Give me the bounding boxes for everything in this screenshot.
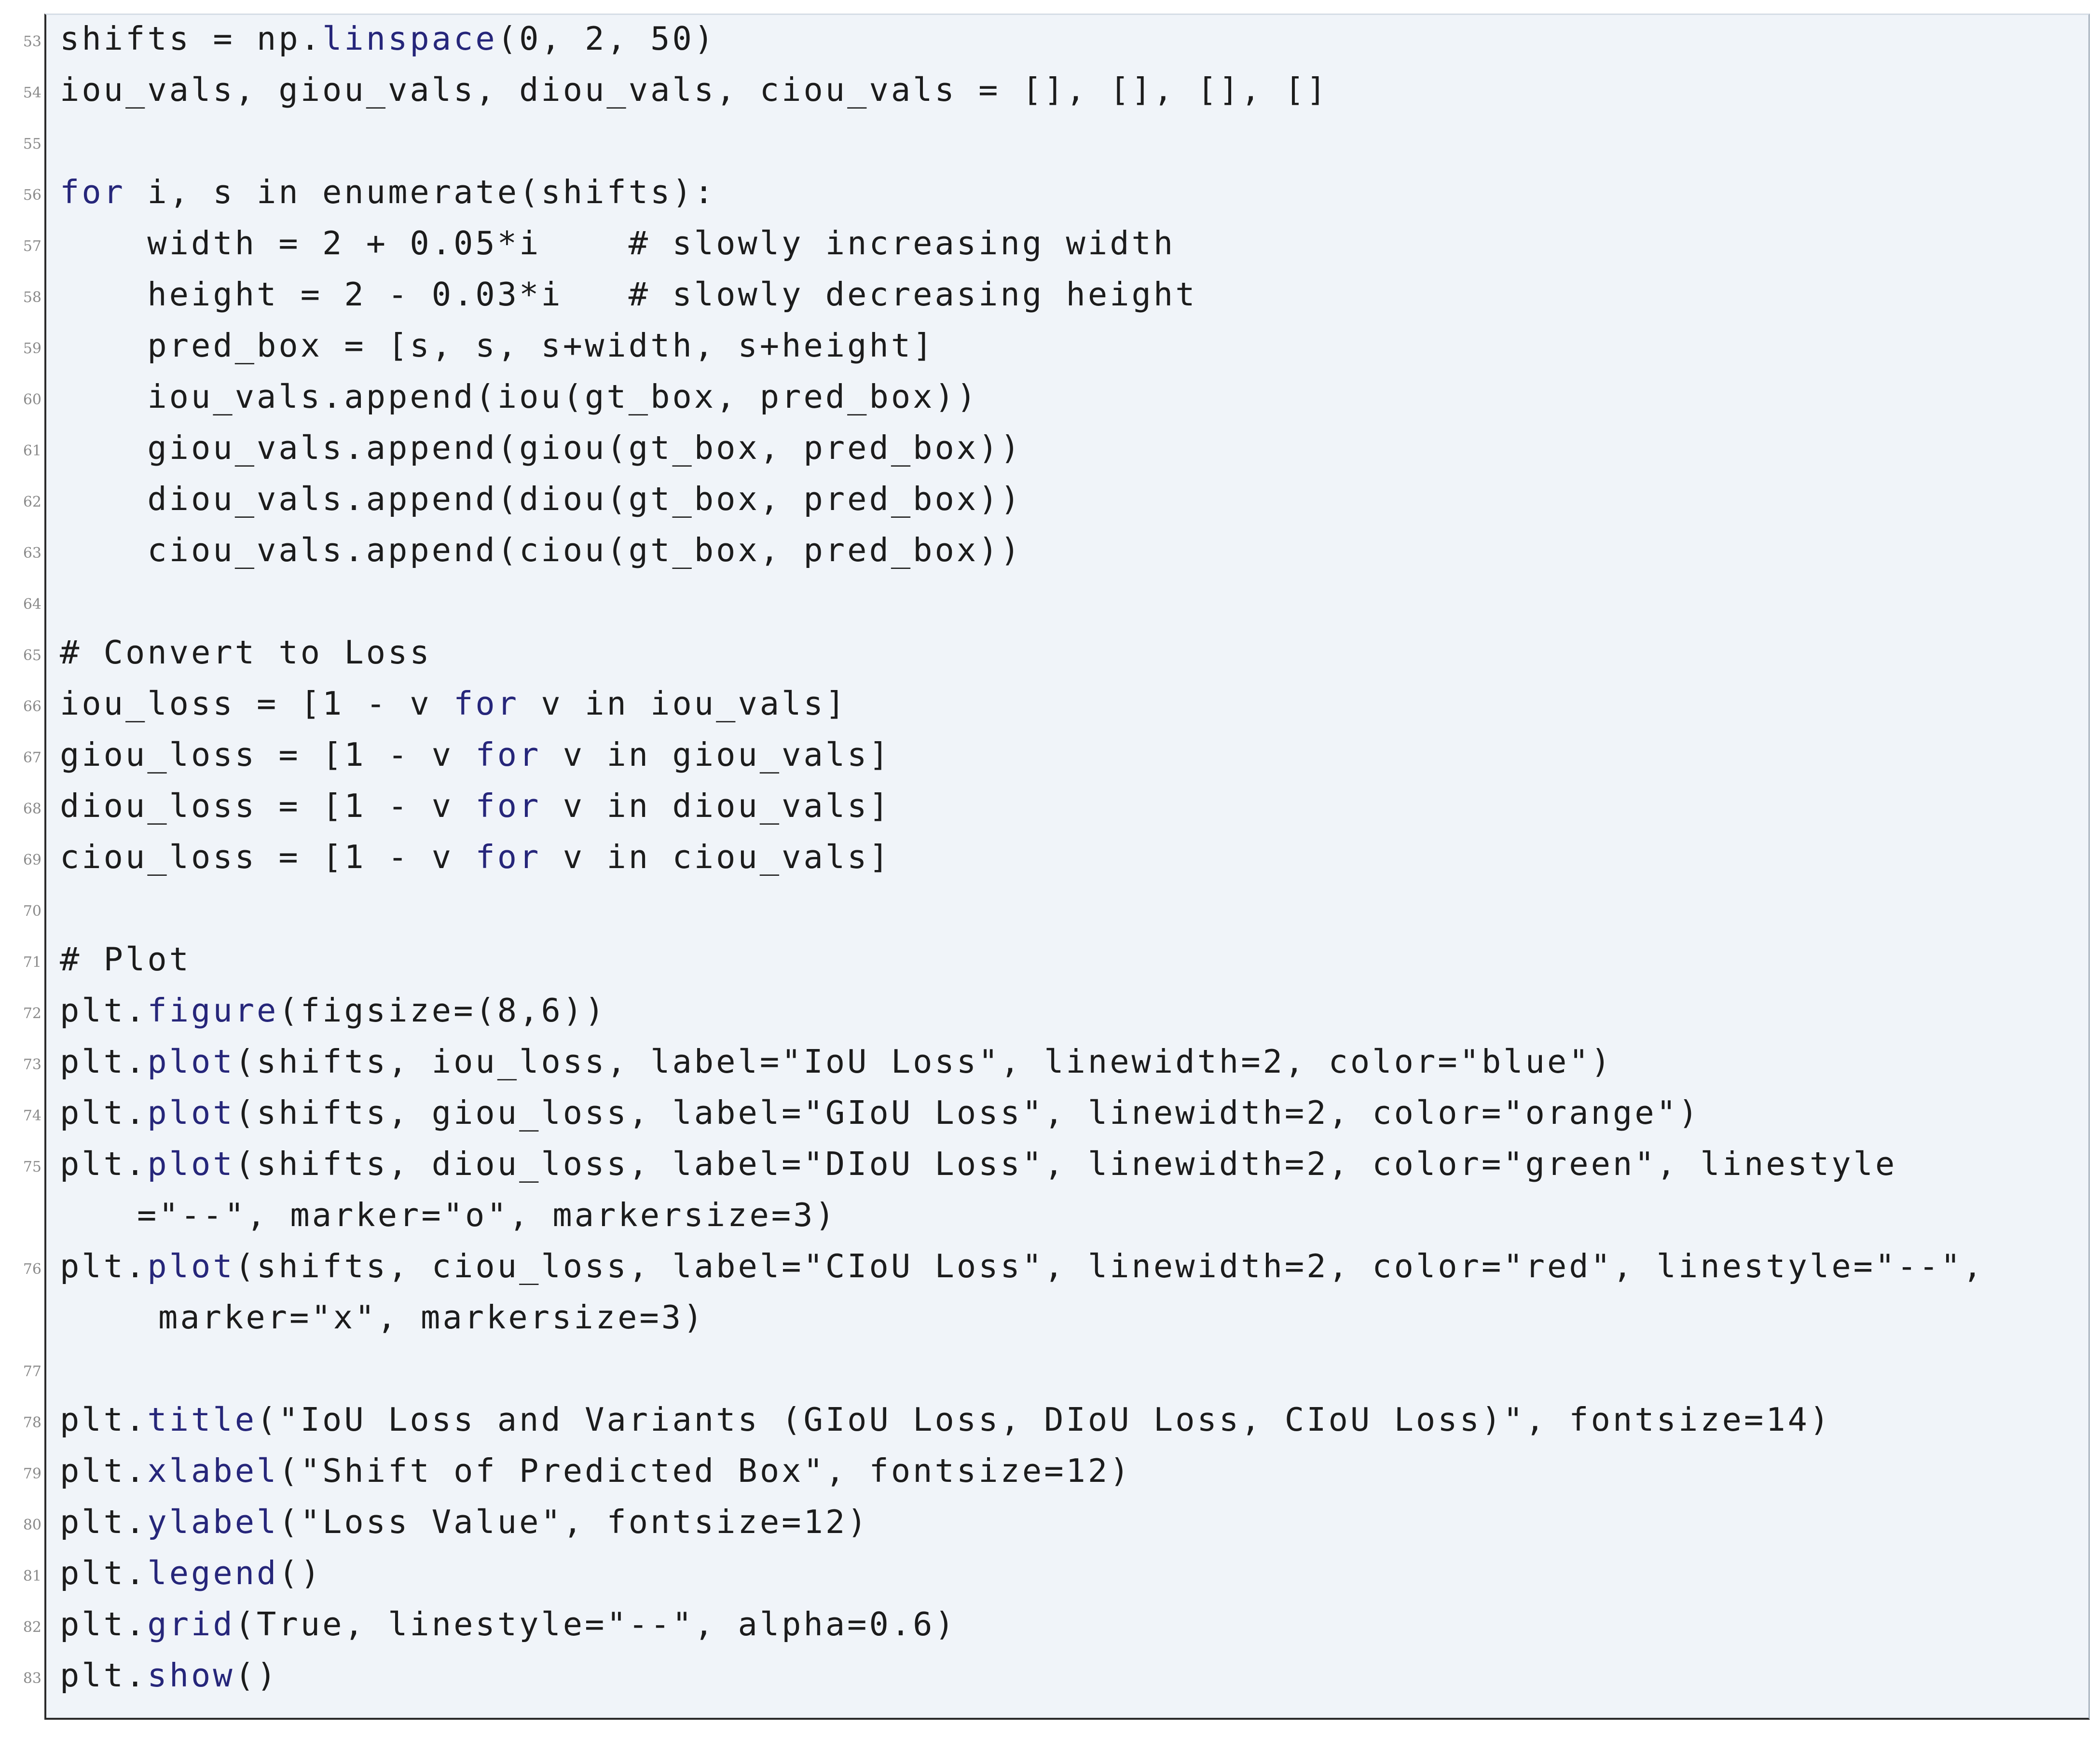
- line-number: 81: [23, 1568, 41, 1585]
- line-number: 77: [23, 1363, 41, 1380]
- code-line: 80 plt.ylabel("Loss Value", fontsize=12): [23, 1498, 867, 1549]
- line-number: 72: [23, 1005, 41, 1022]
- code-line: 73 plt.plot(shifts, iou_loss, label="IoU…: [23, 1038, 1610, 1089]
- line-number: 61: [23, 442, 41, 459]
- code-text: for i, s in enumerate(shifts):: [60, 173, 716, 211]
- line-number: 62: [23, 494, 41, 511]
- code-line: 64: [23, 578, 65, 629]
- code-line: 82 plt.grid(True, linestyle="--", alpha=…: [23, 1601, 954, 1652]
- code-text: iou_loss = [1 - v for v in iou_vals]: [60, 685, 848, 722]
- code-text-continuation: marker="x", markersize=3): [158, 1298, 705, 1336]
- code-line: 58 height = 2 - 0.03*i # slowly decreasi…: [23, 271, 1195, 322]
- code-text: plt.plot(shifts, diou_loss, label="DIoU …: [60, 1145, 1897, 1183]
- code-text: iou_vals.append(iou(gt_box, pred_box)): [60, 378, 979, 415]
- code-line: 83 plt.show(): [23, 1652, 276, 1703]
- code-line: 79 plt.xlabel("Shift of Predicted Box", …: [23, 1447, 1129, 1498]
- code-text: plt.xlabel("Shift of Predicted Box", fon…: [60, 1452, 1132, 1490]
- code-text: plt.show(): [60, 1657, 279, 1694]
- code-line: 67 giou_loss = [1 - v for v in giou_vals…: [23, 731, 889, 782]
- code-line: 72 plt.figure(figsize=(8,6)): [23, 987, 604, 1038]
- line-number: 53: [23, 33, 41, 50]
- code-line: 66 iou_loss = [1 - v for v in iou_vals]: [23, 680, 845, 731]
- code-line: 57 width = 2 + 0.05*i # slowly increasin…: [23, 220, 1173, 271]
- line-number: 83: [23, 1670, 41, 1687]
- line-number: 55: [23, 136, 41, 152]
- code-line: 74 plt.plot(shifts, giou_loss, label="GI…: [23, 1089, 1698, 1140]
- line-number: 70: [23, 903, 41, 920]
- code-text: width = 2 + 0.05*i # slowly increasing w…: [60, 224, 1176, 262]
- code-line: 53 shifts = np.linspace(0, 2, 50): [23, 15, 714, 66]
- code-line: 63 ciou_vals.append(ciou(gt_box, pred_bo…: [23, 526, 1020, 578]
- line-number: 66: [23, 698, 41, 715]
- code-line: 76 plt.plot(shifts, ciou_loss, label="CI…: [23, 1243, 1982, 1294]
- code-text: shifts = np.linspace(0, 2, 50): [60, 20, 716, 57]
- line-number: 69: [23, 852, 41, 869]
- code-line: 54 iou_vals, giou_vals, diou_vals, ciou_…: [23, 66, 1326, 117]
- line-number: 73: [23, 1056, 41, 1073]
- code-line: 77: [23, 1345, 65, 1396]
- code-text: ciou_loss = [1 - v for v in ciou_vals]: [60, 838, 891, 876]
- code-text: # Convert to Loss: [60, 634, 432, 671]
- line-number: 58: [23, 289, 41, 306]
- code-text: plt.ylabel("Loss Value", fontsize=12): [60, 1503, 869, 1541]
- code-text: ciou_vals.append(ciou(gt_box, pred_box)): [60, 531, 1022, 569]
- code-text: height = 2 - 0.03*i # slowly decreasing …: [60, 276, 1197, 313]
- code-text: plt.figure(figsize=(8,6)): [60, 992, 607, 1029]
- line-number: 60: [23, 391, 41, 408]
- code-line: 61 giou_vals.append(giou(gt_box, pred_bo…: [23, 424, 1020, 475]
- code-line-continuation: marker="x", markersize=3): [46, 1294, 702, 1345]
- line-number: 57: [23, 238, 41, 255]
- code-text: diou_loss = [1 - v for v in diou_vals]: [60, 787, 891, 825]
- code-listing: 53 shifts = np.linspace(0, 2, 50) 54 iou…: [23, 14, 2090, 1720]
- line-number: 78: [23, 1414, 41, 1431]
- code-text: iou_vals, giou_vals, diou_vals, ciou_val…: [60, 71, 1329, 109]
- line-number: 65: [23, 647, 41, 664]
- code-line: 68 diou_loss = [1 - v for v in diou_vals…: [23, 782, 889, 833]
- line-number: 82: [23, 1619, 41, 1636]
- code-text: plt.plot(shifts, iou_loss, label="IoU Lo…: [60, 1043, 1613, 1080]
- code-text: diou_vals.append(diou(gt_box, pred_box)): [60, 480, 1022, 518]
- line-number: 54: [23, 84, 41, 101]
- code-text: giou_vals.append(giou(gt_box, pred_box)): [60, 429, 1022, 467]
- line-number: 68: [23, 801, 41, 817]
- code-line: 70: [23, 884, 65, 936]
- code-line: 62 diou_vals.append(diou(gt_box, pred_bo…: [23, 475, 1020, 526]
- code-text-continuation: ="--", marker="o", markersize=3): [137, 1196, 837, 1234]
- code-line: 59 pred_box = [s, s, s+width, s+height]: [23, 322, 933, 373]
- line-number: 67: [23, 749, 41, 766]
- code-line: 56 for i, s in enumerate(shifts):: [23, 168, 714, 220]
- code-line: 81 plt.legend(): [23, 1549, 320, 1601]
- code-line: 55: [23, 117, 65, 168]
- code-line: 75 plt.plot(shifts, diou_loss, label="DI…: [23, 1140, 1895, 1191]
- line-number: 74: [23, 1107, 41, 1124]
- code-text: plt.grid(True, linestyle="--", alpha=0.6…: [60, 1605, 957, 1643]
- code-line: 69 ciou_loss = [1 - v for v in ciou_vals…: [23, 833, 889, 884]
- code-text: pred_box = [s, s, s+width, s+height]: [60, 327, 935, 364]
- line-number: 80: [23, 1517, 41, 1533]
- line-number: 59: [23, 340, 41, 357]
- line-number: 76: [23, 1261, 41, 1278]
- code-line: 78 plt.title("IoU Loss and Variants (GIo…: [23, 1396, 1829, 1447]
- line-number: 75: [23, 1159, 41, 1175]
- code-text: plt.title("IoU Loss and Variants (GIoU L…: [60, 1401, 1832, 1438]
- code-line: 65 # Convert to Loss: [23, 629, 429, 680]
- code-text: plt.plot(shifts, giou_loss, label="GIoU …: [60, 1094, 1701, 1132]
- line-number: 71: [23, 954, 41, 971]
- line-number: 63: [23, 545, 41, 562]
- code-text: plt.plot(shifts, ciou_loss, label="CIoU …: [60, 1247, 1985, 1285]
- line-number: 79: [23, 1465, 41, 1482]
- code-line: 71 # Plot: [23, 936, 189, 987]
- line-number: 56: [23, 187, 41, 204]
- line-number: 64: [23, 596, 41, 613]
- code-line: 60 iou_vals.append(iou(gt_box, pred_box)…: [23, 373, 976, 424]
- code-line-continuation: ="--", marker="o", markersize=3): [46, 1191, 835, 1243]
- code-text: # Plot: [60, 940, 192, 978]
- code-text: giou_loss = [1 - v for v in giou_vals]: [60, 736, 891, 773]
- code-text: plt.legend(): [60, 1554, 323, 1592]
